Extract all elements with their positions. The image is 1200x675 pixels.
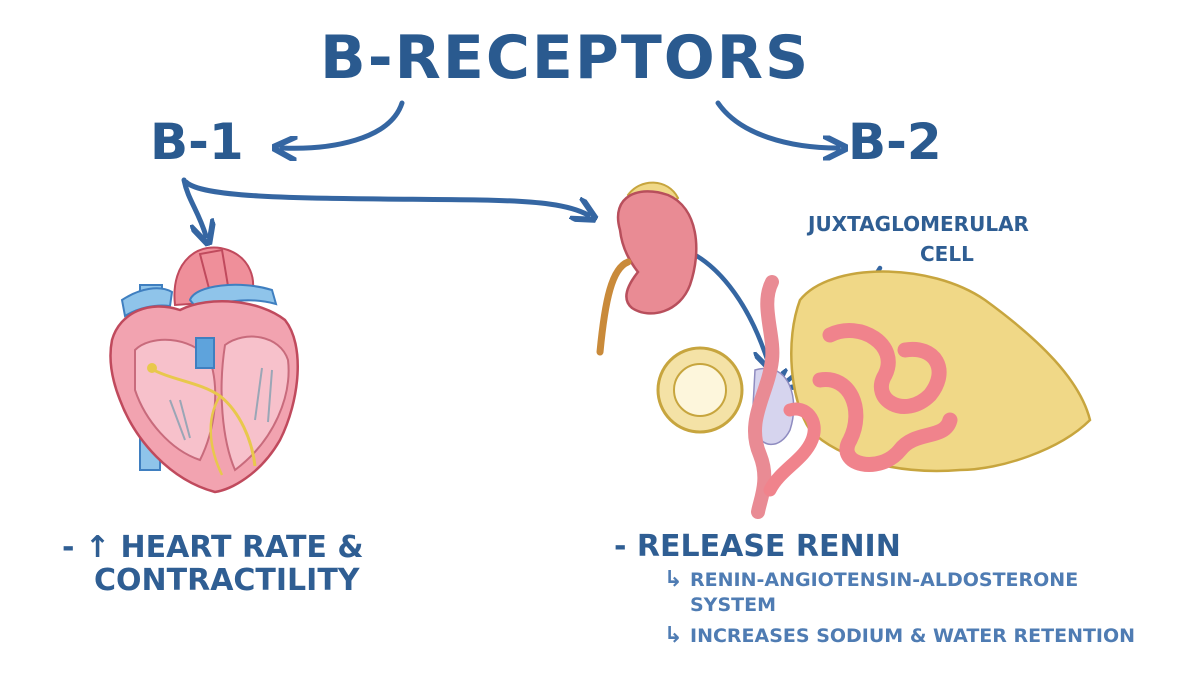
raas-line2: SYSTEM <box>690 594 776 616</box>
jg-cell-label-line1: JUXTAGLOMERULAR <box>808 212 1029 236</box>
arrow-beta1-to-kidney <box>183 179 588 215</box>
arrow-title-to-beta2 <box>715 100 838 148</box>
beta1-effect-line1: - ↑ HEART RATE & <box>62 530 364 565</box>
sub-arrow-icon: ↳ <box>664 623 683 648</box>
heart-illustration <box>109 246 299 494</box>
nephron-illustration <box>656 270 1092 519</box>
title: β-RECEPTORS <box>320 23 811 93</box>
beta-2-label: β-2 <box>848 113 942 171</box>
beta-1-label: β-1 <box>150 113 244 171</box>
raas-line1: RENIN-ANGIOTENSIN-ALDOSTERONE <box>690 569 1079 591</box>
arrow-title-to-beta1 <box>282 100 405 148</box>
sodium-retention-line: INCREASES SODIUM & WATER RETENTION <box>690 625 1136 647</box>
beta1-effect-line2: CONTRACTILITY <box>94 563 360 598</box>
jg-cell-label-line2: CELL <box>920 242 974 266</box>
beta1-kidney-effect: - RELEASE RENIN <box>614 529 901 564</box>
kidney-illustration <box>596 181 698 356</box>
sub-arrow-icon: ↳ <box>664 567 683 592</box>
arrow-beta1-to-heart <box>181 177 206 236</box>
